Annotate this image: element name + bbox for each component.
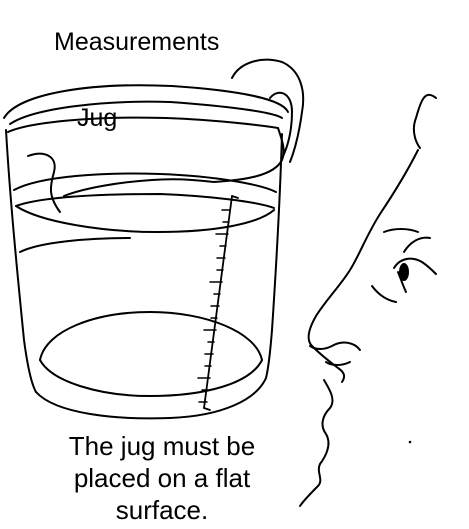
jug-walls — [5, 129, 283, 393]
scale-tick-marks — [197, 209, 231, 403]
ink-dot — [408, 440, 412, 444]
jug-handle — [231, 58, 305, 163]
caption-line: placed on a flat — [73, 463, 251, 493]
caption-line: The jug must be — [68, 431, 256, 461]
measuring-scale — [197, 195, 239, 411]
jug-label: Jug — [77, 104, 118, 132]
caption-line: surface. — [115, 495, 209, 525]
diagram-title: Measurements — [54, 28, 220, 56]
caption: The jug must be placed on a flat surface… — [40, 430, 284, 526]
face-profile — [299, 93, 437, 507]
water-surface — [13, 172, 277, 253]
jug-rim — [3, 84, 289, 183]
jug-spout — [27, 152, 215, 213]
jug-base — [35, 311, 267, 420]
